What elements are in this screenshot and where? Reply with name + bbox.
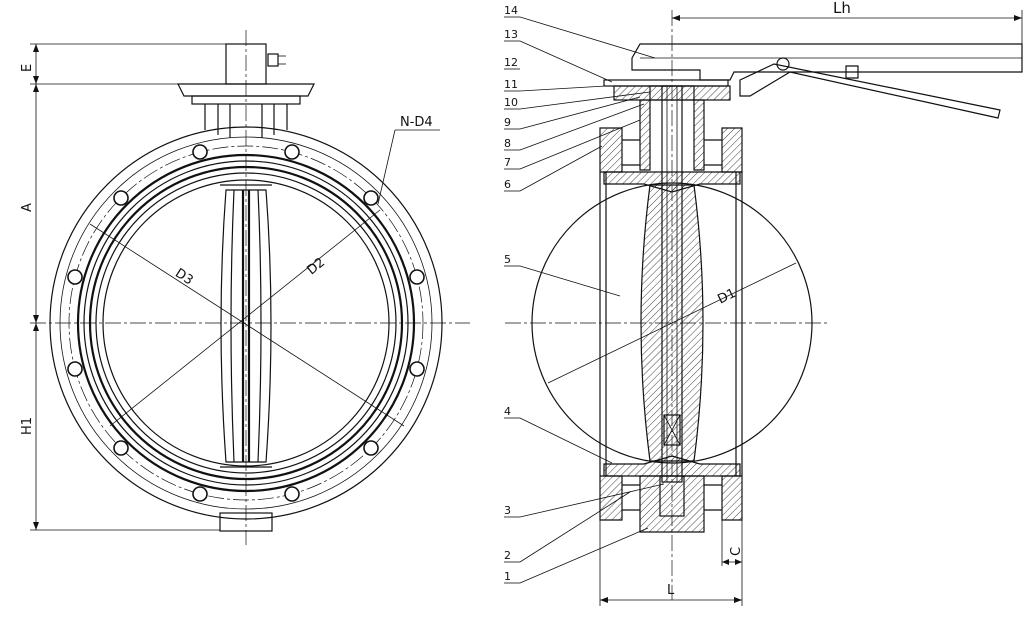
part-number-11: 11 [504,78,518,91]
bolt-holes [67,144,425,502]
bolt-hole [67,269,83,285]
d2-dimension-line [109,209,381,427]
seat-ring-outer [76,153,416,493]
c-dimension [721,520,742,566]
part-callouts: 14 13 12 11 10 9 8 7 6 [504,4,665,584]
body-outer-circle [49,126,443,520]
stem-pin [663,414,681,446]
front-view: D3 D2 N-D4 E A H1 [20,30,470,545]
section-view: D1 Lh L C 14 [504,0,1023,606]
part-number-12: 12 [504,56,518,69]
bolt-hole [284,486,300,502]
part-number-3: 3 [504,504,511,517]
seat-ring-inner [102,179,390,467]
d1-label: D1 [715,286,738,307]
bolt-hole [192,144,208,160]
bolt-hole [363,440,379,456]
upper-body-neck [599,99,743,173]
body-inner-flange-line [59,136,433,510]
body-side-walls [599,172,743,476]
left-vertical-dimensions [30,43,226,531]
bolt-hole [67,361,83,377]
seat-ring-3 [88,165,404,481]
a-label: A [20,203,35,212]
lower-body-section [599,475,743,533]
part-number-6: 6 [504,178,511,191]
seat-ring-4 [95,172,397,474]
d1-dimension-line [547,262,797,384]
handle-lever [631,43,1023,119]
bolt-hole [363,190,379,206]
part-number-7: 7 [504,156,511,169]
bolt-hole [409,361,425,377]
part-number-4: 4 [504,405,511,418]
part-number-13: 13 [504,28,518,41]
bolt-hole [409,269,425,285]
part-number-8: 8 [504,137,511,150]
bolt-hole [284,144,300,160]
seat-bottom [603,455,741,477]
bolt-circle [68,145,424,501]
stem-shaft [661,85,683,483]
bolt-hole [192,486,208,502]
part-number-10: 10 [504,96,518,109]
n-d4-label: N-D4 [400,115,433,130]
h1-label: H1 [20,417,35,435]
bolt-hole [113,190,129,206]
d3-label: D3 [172,266,196,289]
top-mounting-pad [177,43,315,138]
part-number-14: 14 [504,4,518,17]
l-label: L [667,583,675,598]
lh-dimension [672,10,1023,44]
seat-ring-2 [83,160,409,486]
bolt-hole [113,440,129,456]
n-d4-leader [377,129,396,205]
body-inner-walls [605,172,737,476]
lh-label: Lh [833,0,851,17]
part-number-1: 1 [504,570,511,583]
disc-circle [531,182,813,464]
c-label: C [729,547,744,556]
d3-dimension-line [89,223,405,427]
part-number-5: 5 [504,253,511,266]
bottom-boss [219,512,273,532]
part-number-2: 2 [504,549,511,562]
l-dimension [599,520,743,606]
d2-label: D2 [304,255,328,278]
e-label: E [20,64,35,72]
part-number-9: 9 [504,116,511,129]
